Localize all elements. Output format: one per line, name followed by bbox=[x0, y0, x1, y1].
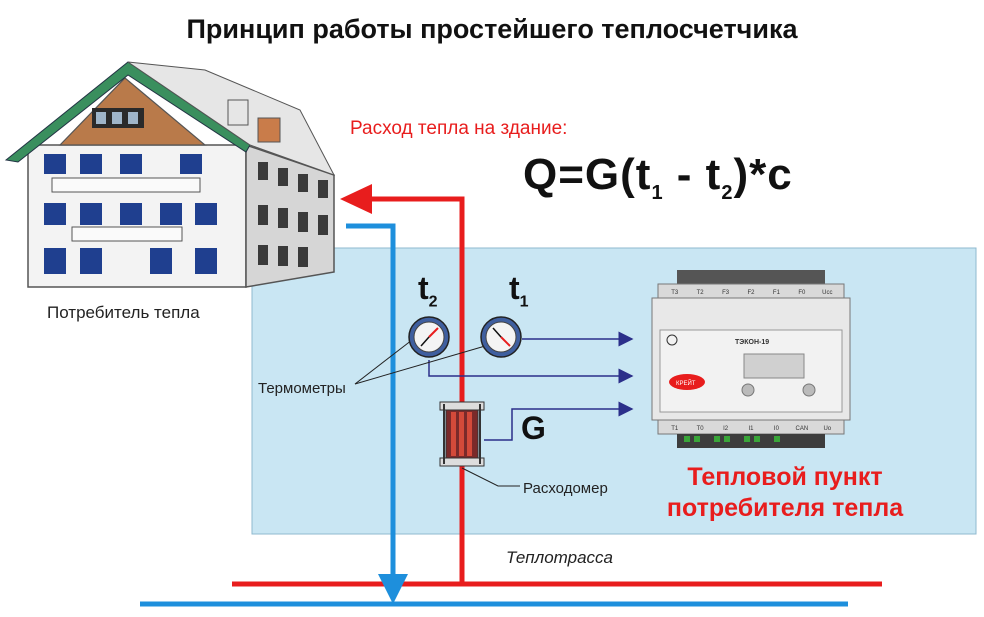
device-terminal-label: F2 bbox=[747, 290, 755, 296]
device-terminal-label: Uo bbox=[823, 426, 831, 432]
device-right-knob bbox=[802, 383, 816, 397]
device-brand: КРЕЙТ bbox=[676, 379, 696, 387]
flow-g-label: G bbox=[521, 410, 546, 446]
device-terminal-label: CAN bbox=[796, 426, 809, 432]
device-terminal-label: F1 bbox=[773, 290, 781, 296]
return-arrow-icon bbox=[378, 574, 408, 604]
device-terminal-label: I1 bbox=[748, 426, 754, 432]
heat-station-label: Тепловой пункт потребителя тепла bbox=[640, 462, 930, 524]
t2-label: t2 bbox=[418, 270, 438, 311]
heat-formula: Q=G(t1 - t2)*c bbox=[523, 150, 793, 204]
building bbox=[4, 61, 336, 288]
device-terminal-label: T3 bbox=[671, 290, 679, 296]
signal-line-t2 bbox=[428, 360, 634, 384]
device-terminal-label: T0 bbox=[697, 426, 705, 432]
device-terminal-label: T2 bbox=[697, 290, 705, 296]
thermometers-label: Термометры bbox=[258, 380, 346, 397]
heat-station-label-line2: потребителя тепла bbox=[666, 494, 904, 522]
heat-consumption-label: Расход тепла на здание: bbox=[350, 118, 568, 139]
flowmeter-icon bbox=[439, 401, 485, 467]
brand-logo bbox=[669, 374, 705, 390]
device-model: ТЭКОН-19 bbox=[735, 339, 769, 346]
heat-meter-device bbox=[651, 270, 851, 448]
supply-arrow-icon bbox=[340, 184, 372, 214]
device-terminal-label: F3 bbox=[722, 290, 730, 296]
return-riser-pipe bbox=[346, 223, 396, 580]
device-terminal-label: F0 bbox=[798, 290, 806, 296]
signal-line-g bbox=[484, 401, 634, 441]
device-terminal-label: I2 bbox=[723, 426, 729, 432]
device-terminal-label: I0 bbox=[774, 426, 780, 432]
thermometer-t2-icon bbox=[408, 316, 450, 358]
heat-station-panel bbox=[251, 247, 977, 535]
t1-label: t1 bbox=[509, 270, 529, 311]
thermometer-t1-icon bbox=[480, 316, 522, 358]
pipeline-label: Теплотрасса bbox=[506, 548, 614, 567]
consumer-label: Потребитель тепла bbox=[47, 303, 200, 322]
flowmeter-label: Расходомер bbox=[523, 480, 608, 497]
device-terminal-label: T1 bbox=[671, 426, 679, 432]
device-terminal-label: Ucc bbox=[822, 290, 832, 296]
device-left-knob bbox=[741, 383, 755, 397]
heat-station-label-line1: Тепловой пункт bbox=[687, 463, 883, 491]
diagram-title: Принцип работы простейшего теплосчетчика bbox=[186, 14, 798, 44]
